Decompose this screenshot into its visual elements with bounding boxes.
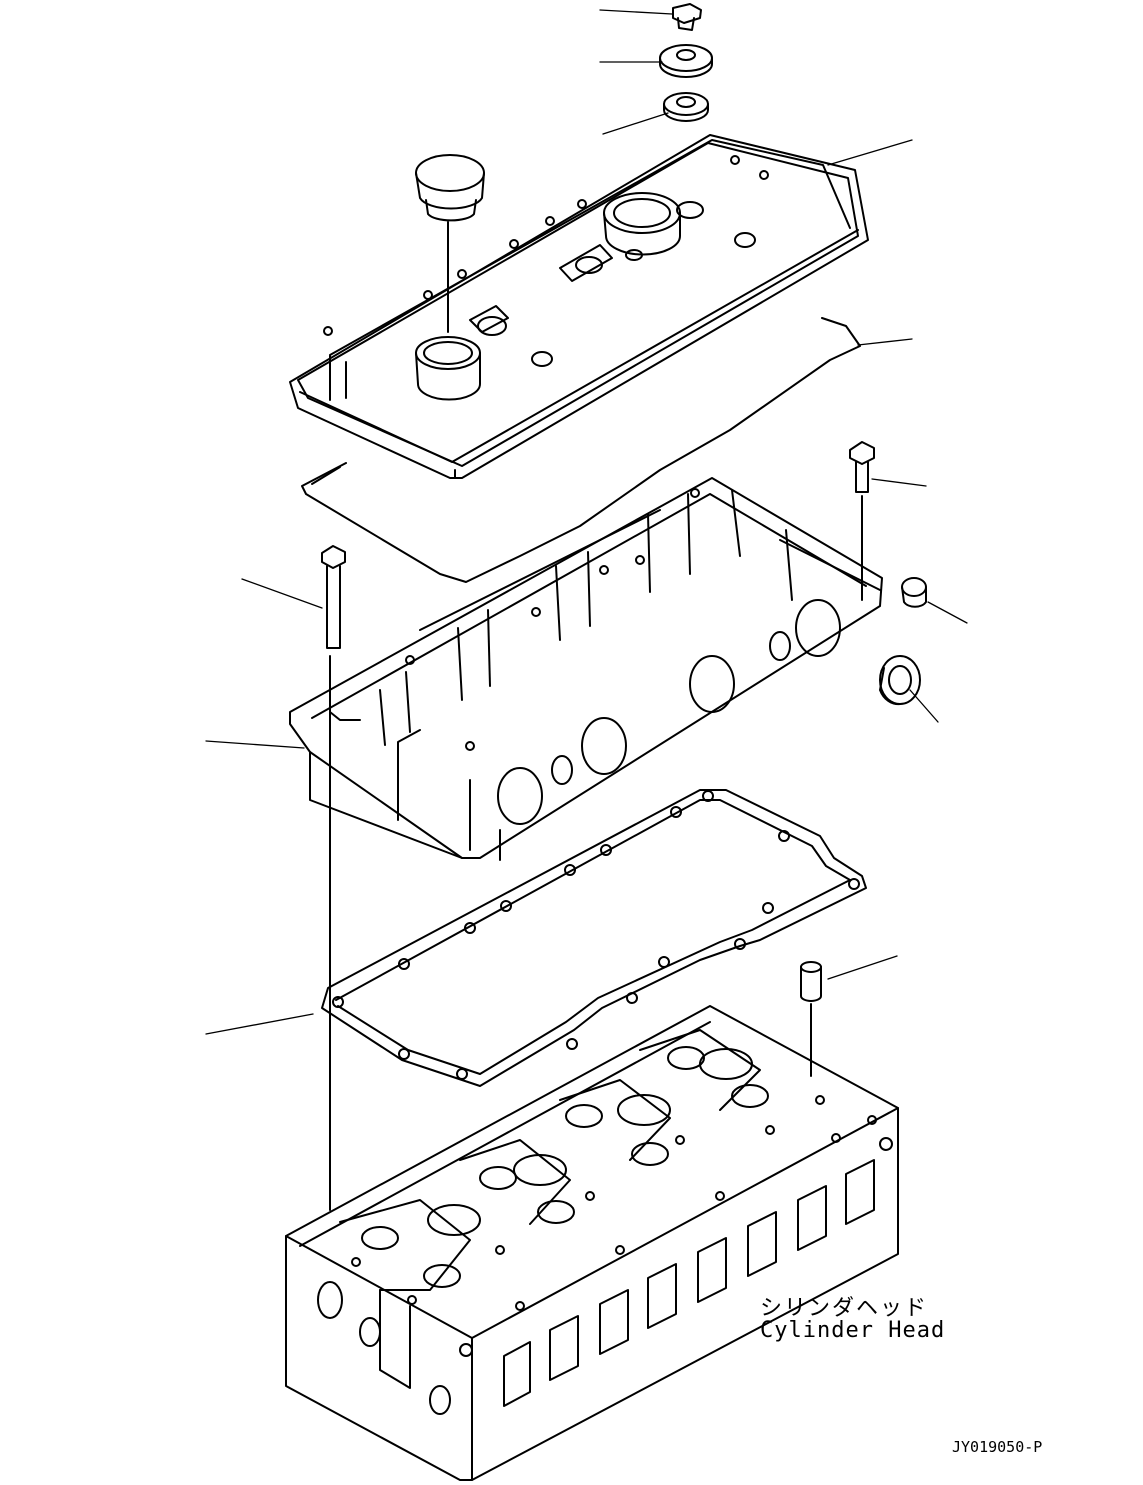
- cylinder-head: [285, 1005, 899, 1481]
- top-bolt: [672, 3, 702, 31]
- leader-lines: [205, 9, 968, 1035]
- leader-line-long-bolt: [241, 578, 323, 609]
- cylinder-head-label-en: Cylinder Head: [760, 1318, 946, 1343]
- housing-gasket: [321, 789, 867, 1087]
- leader-line-housing: [205, 740, 305, 749]
- cylinder-head-label-jp: シリンダヘッド: [760, 1296, 929, 1321]
- leader-line-bolt-top: [599, 9, 673, 15]
- leader-line-dowel: [827, 955, 898, 980]
- leader-line-washer-2: [602, 112, 669, 135]
- rocker-housing: [289, 477, 883, 861]
- long-bolt: [321, 545, 346, 1211]
- plug: [901, 577, 927, 608]
- leader-line-seal: [909, 689, 939, 723]
- oil-filler-cap: [415, 154, 485, 333]
- leader-line-bolt-right: [871, 478, 927, 487]
- washer-2: [663, 92, 709, 122]
- valve-cover: [289, 134, 869, 479]
- leader-line-gasket-bottom: [205, 1013, 314, 1035]
- oil-seal: [879, 655, 921, 706]
- drawing-id: JY019050-P: [952, 1438, 1043, 1456]
- dowel-pin: [800, 961, 822, 1077]
- leader-line-gasket-top: [857, 338, 913, 346]
- leader-line-cover: [827, 139, 913, 166]
- cover-gasket: [301, 317, 861, 583]
- washer-1: [659, 44, 713, 78]
- leader-line-plug: [927, 601, 968, 624]
